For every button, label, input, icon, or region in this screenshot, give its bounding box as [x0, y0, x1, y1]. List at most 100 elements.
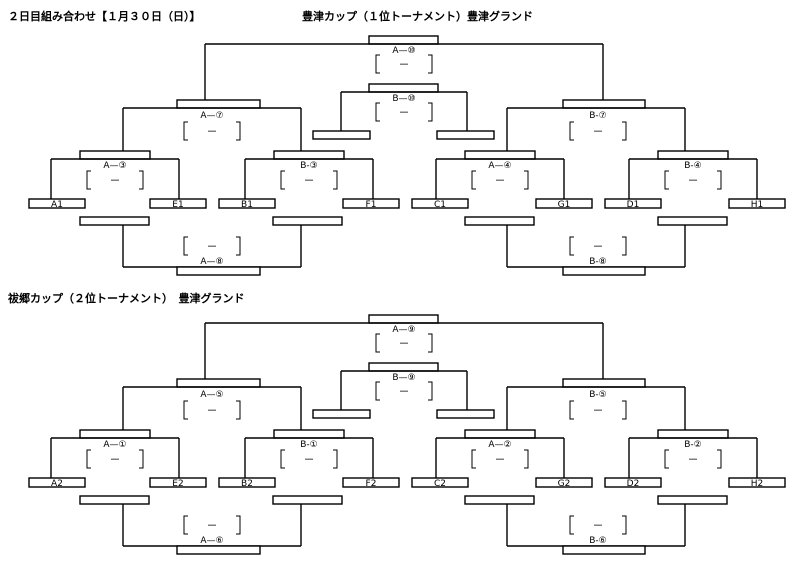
score-bracket-right — [622, 515, 627, 535]
section1-title: 豊津カップ（１位トーナメント）豊津グランド — [302, 10, 533, 23]
consolation-score-right: － — [593, 519, 604, 532]
consolation-box-right — [562, 545, 646, 555]
team-label-undefined: G1 — [558, 200, 571, 210]
consolation-slot-box — [79, 216, 150, 226]
team-label-undefined: F2 — [366, 479, 377, 489]
score-bracket-left — [86, 449, 91, 469]
team-label-undefined: C2 — [434, 479, 446, 489]
score-bracket-left — [280, 449, 285, 469]
score-bracket-right — [524, 449, 529, 469]
score-bracket-left — [280, 170, 285, 190]
team-box — [604, 198, 662, 209]
final-score: － — [399, 337, 410, 350]
score-bracket-right — [717, 449, 722, 469]
qf-label-2: B-① — [300, 440, 318, 450]
quarterfinal-score: － — [688, 453, 699, 466]
third-place-slot-left — [312, 409, 371, 419]
score-bracket-right — [717, 170, 722, 190]
team-box — [535, 477, 593, 488]
consolation-box-left — [176, 266, 261, 276]
consolation-slot-box — [657, 495, 728, 505]
score-bracket-right — [236, 121, 241, 141]
consolation-slot-box — [272, 216, 343, 226]
consolation-score-right: － — [593, 240, 604, 253]
team-box — [28, 477, 86, 488]
quarterfinal-box — [657, 429, 729, 439]
consolation-score-left: － — [207, 240, 218, 253]
semifinal-label-left: A—⑤ — [200, 390, 223, 400]
score-bracket-right — [428, 333, 433, 353]
qf-label-1: A—① — [103, 440, 126, 450]
score-bracket-left — [183, 515, 188, 535]
team-box — [728, 477, 786, 488]
semifinal-box-right — [562, 378, 646, 388]
semifinal-score-left: － — [207, 125, 218, 138]
score-bracket-left — [375, 333, 380, 353]
score-bracket-left — [471, 449, 476, 469]
team-box — [604, 477, 662, 488]
final-match-label: A—⑨ — [392, 325, 415, 335]
score-bracket-left — [569, 515, 574, 535]
consolation-slot-box — [464, 216, 535, 226]
team-box — [535, 198, 593, 209]
score-bracket-left — [375, 381, 380, 401]
team-label-undefined: B1 — [241, 200, 253, 210]
team-label-undefined: D1 — [627, 200, 640, 210]
consolation-slot-box — [657, 216, 728, 226]
quarterfinal-score: － — [688, 174, 699, 187]
semifinal-score-right: － — [593, 125, 604, 138]
semifinal-box-left — [176, 378, 261, 388]
semifinal-label-right: B-⑤ — [589, 390, 607, 400]
third-place-box — [368, 362, 439, 372]
quarterfinal-score: － — [495, 174, 506, 187]
team-box — [28, 198, 86, 209]
score-bracket-right — [333, 170, 338, 190]
quarterfinal-score: － — [110, 453, 121, 466]
score-bracket-right — [236, 515, 241, 535]
score-bracket-right — [236, 236, 241, 256]
team-label-undefined: E1 — [172, 200, 183, 210]
qf-label-4: B-④ — [684, 161, 702, 171]
score-bracket-left — [471, 170, 476, 190]
score-bracket-left — [664, 449, 669, 469]
team-label-undefined: E2 — [172, 479, 183, 489]
team-label-undefined: A2 — [51, 479, 63, 489]
score-bracket-right — [524, 170, 529, 190]
quarterfinal-score: － — [495, 453, 506, 466]
score-bracket-left — [569, 400, 574, 420]
consolation-label-left: A—⑥ — [200, 536, 223, 546]
team-label-undefined: H2 — [751, 479, 764, 489]
team-label-undefined: D2 — [627, 479, 640, 489]
team-label-undefined: C1 — [434, 200, 446, 210]
score-bracket-left — [569, 121, 574, 141]
quarterfinal-score: － — [110, 174, 121, 187]
team-label-undefined: F1 — [366, 200, 377, 210]
consolation-slot-box — [464, 495, 535, 505]
team-box — [411, 198, 469, 209]
consolation-label-right: B-⑧ — [589, 257, 607, 267]
score-bracket-right — [428, 102, 433, 122]
team-box — [149, 198, 207, 209]
team-box — [218, 477, 276, 488]
third-place-match-label: B—⑩ — [392, 94, 415, 104]
third-place-slot-right — [436, 130, 495, 140]
final-score: － — [399, 58, 410, 71]
consolation-score-left: － — [207, 519, 218, 532]
qf-label-2: B-③ — [300, 161, 318, 171]
score-bracket-right — [139, 449, 144, 469]
team-label-undefined: H1 — [751, 200, 764, 210]
semifinal-label-left: A—⑦ — [200, 111, 223, 121]
third-place-slot-right — [436, 409, 495, 419]
consolation-slot-box — [272, 495, 343, 505]
qf-label-1: A—③ — [103, 161, 126, 171]
team-box — [342, 198, 400, 209]
team-label-undefined: G2 — [558, 479, 571, 489]
team-box — [411, 477, 469, 488]
score-bracket-left — [183, 400, 188, 420]
third-place-score: － — [399, 385, 410, 398]
score-bracket-right — [333, 449, 338, 469]
third-place-slot-left — [312, 130, 371, 140]
team-label-undefined: A1 — [51, 200, 63, 210]
semifinal-score-right: － — [593, 404, 604, 417]
